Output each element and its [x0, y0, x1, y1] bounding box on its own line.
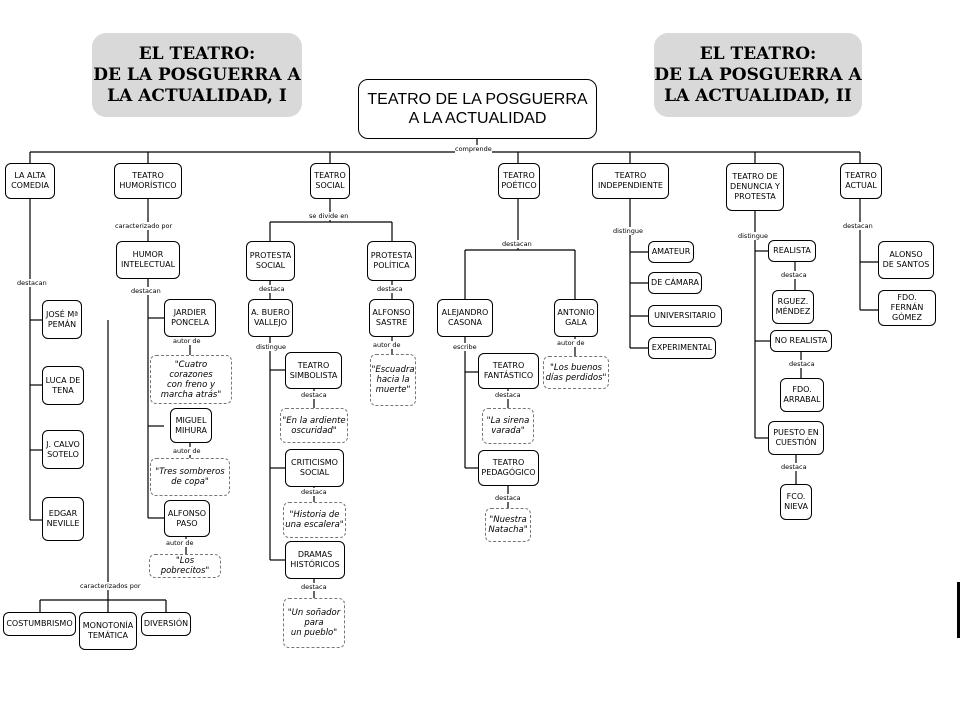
author-miguel-mihura: MIGUEL MIHURA — [170, 408, 212, 443]
teatro-pedagogico: TEATRO PEDAGÓGICO — [478, 450, 539, 486]
work-la-sirena-varada: "La sirena varada" — [482, 408, 534, 444]
teatro-de-camara: DE CÁMARA — [648, 272, 702, 294]
category-teatro-humoristico: TEATRO HUMORÍSTICO — [114, 163, 182, 199]
teatro-amateur: AMATEUR — [648, 241, 694, 263]
label-destaca-no-realista: destaca — [789, 360, 815, 368]
category-teatro-denuncia: TEATRO DE DENUNCIA Y PROTESTA — [726, 163, 784, 211]
author-calvo-sotelo: J. CALVO SOTELO — [42, 430, 84, 469]
label-destaca-simbolista: destaca — [301, 391, 327, 399]
work-tres-sombreros: "Tres sombreros de copa" — [150, 458, 230, 496]
tipo-realista: REALISTA — [768, 240, 816, 262]
dramas-historicos: DRAMAS HISTÓRICOS — [285, 541, 345, 579]
protesta-social: PROTESTA SOCIAL — [246, 241, 295, 281]
label-destaca-fantastico: destaca — [495, 391, 521, 399]
label-destacan-actual: destacan — [843, 222, 873, 230]
label-destaca-dramas: destaca — [301, 583, 327, 591]
author-francisco-nieva: FCO. NIEVA — [780, 484, 812, 520]
category-teatro-independiente: TEATRO INDEPENDIENTE — [592, 163, 669, 199]
label-destacan-poetico: destacan — [502, 240, 532, 248]
author-rodriguez-mendez: RGUEZ. MÉNDEZ — [772, 290, 814, 324]
label-se-divide-en: se divide en — [309, 212, 349, 220]
work-un-sonador-para-un-pueblo: "Un soñador para un pueblo" — [283, 598, 345, 648]
work-cuatro-corazones: "Cuatro corazones con freno y marcha atr… — [150, 355, 232, 404]
author-alfonso-paso: ALFONSO PASO — [164, 500, 210, 537]
label-autor-de-gala: autor de — [557, 339, 585, 347]
label-distingue-independiente: distingue — [613, 227, 644, 235]
author-edgar-neville: EDGAR NEVILLE — [42, 497, 84, 541]
humor-intelectual: HUMOR INTELECTUAL — [116, 241, 180, 279]
author-antonio-gala: ANTONIO GALA — [554, 299, 598, 337]
label-escribe: escribe — [453, 343, 477, 351]
teatro-fantastico: TEATRO FANTÁSTICO — [478, 353, 539, 389]
work-en-la-ardiente-oscuridad: "En la ardiente oscuridad" — [280, 408, 348, 443]
label-caracterizado-por: caracterizado por — [115, 222, 173, 230]
teatro-universitario: UNIVERSITARIO — [648, 305, 722, 327]
tipo-no-realista: NO REALISTA — [770, 330, 832, 352]
author-alfonso-sastre: ALFONSO SASTRE — [369, 299, 414, 337]
category-teatro-poetico: TEATRO POÉTICO — [498, 163, 540, 199]
author-luca-de-tena: LUCA DE TENA — [42, 366, 84, 405]
author-jardiel-poncela: JARDIER PONCELA — [164, 299, 216, 337]
trait-costumbrismo: COSTUMBRISMO — [3, 612, 76, 636]
root-node: TEATRO DE LA POSGUERRA A LA ACTUALIDAD — [358, 79, 597, 139]
author-buero-vallejo: A. BUERO VALLEJO — [248, 299, 293, 337]
label-distingue-denuncia: distingue — [738, 232, 769, 240]
side-title-left: EL TEATRO: DE LA POSGUERRA A LA ACTUALID… — [92, 33, 302, 117]
author-alejandro-casona: ALEJANDRO CASONA — [437, 299, 493, 337]
author-alonso-de-santos: ALONSO DE SANTOS — [878, 241, 934, 279]
work-los-pobrecitos: "Los pobrecitos" — [149, 554, 221, 578]
criticismo-social: CRITICISMO SOCIAL — [285, 449, 344, 487]
teatro-simbolista: TEATRO SIMBOLISTA — [285, 352, 342, 389]
label-autor-de-jardiel: autor de — [173, 337, 201, 345]
label-destaca-puesto: destaca — [781, 463, 807, 471]
category-alta-comedia: LA ALTA COMEDIA — [5, 163, 55, 199]
author-fernando-arrabal: FDO. ARRABAL — [780, 378, 824, 412]
tipo-puesto-en-cuestion: PUESTO EN CUESTIÓN — [768, 421, 824, 455]
label-destacan-humor: destacan — [131, 287, 161, 295]
label-destaca-politica: destaca — [377, 285, 403, 293]
label-autor-de-paso: autor de — [166, 539, 194, 547]
protesta-politica: PROTESTA POLÍTICA — [367, 241, 416, 281]
label-comprende: comprende — [455, 145, 492, 153]
label-destaca-realista: destaca — [781, 271, 807, 279]
work-historia-de-una-escalera: "Historia de una escalera" — [283, 502, 346, 538]
label-caracterizados-por: caracterizados por — [80, 582, 141, 590]
label-destaca-pedagogico: destaca — [495, 494, 521, 502]
author-fernan-gomez: FDO. FERNÁN GÓMEZ — [878, 290, 936, 326]
side-title-right: EL TEATRO: DE LA POSGUERRA A LA ACTUALID… — [654, 33, 862, 117]
label-destaca-social: destaca — [259, 285, 285, 293]
teatro-experimental: EXPERIMENTAL — [648, 337, 716, 359]
work-los-buenos-dias-perdidos: "Los buenos días perdidos" — [543, 356, 609, 389]
trait-diversion: DIVERSIÓN — [141, 612, 191, 636]
label-destaca-criticismo: destaca — [301, 488, 327, 496]
label-autor-de-sastre: autor de — [373, 341, 401, 349]
label-destacan-alta: destacan — [17, 279, 47, 287]
author-jose-pemán: JOSÉ Mª PEMÁN — [42, 300, 82, 339]
category-teatro-actual: TEATRO ACTUAL — [840, 163, 882, 199]
category-teatro-social: TEATRO SOCIAL — [310, 163, 350, 199]
work-escuadra-hacia-la-muerte: "Escuadra hacia la muerte" — [370, 354, 416, 406]
trait-monotonia-tematica: MONOTONÍA TEMÁTICA — [79, 612, 137, 650]
work-nuestra-natacha: "Nuestra Natacha" — [485, 508, 531, 542]
label-distingue-buero: distingue — [256, 343, 287, 351]
label-autor-de-mihura: autor de — [173, 447, 201, 455]
